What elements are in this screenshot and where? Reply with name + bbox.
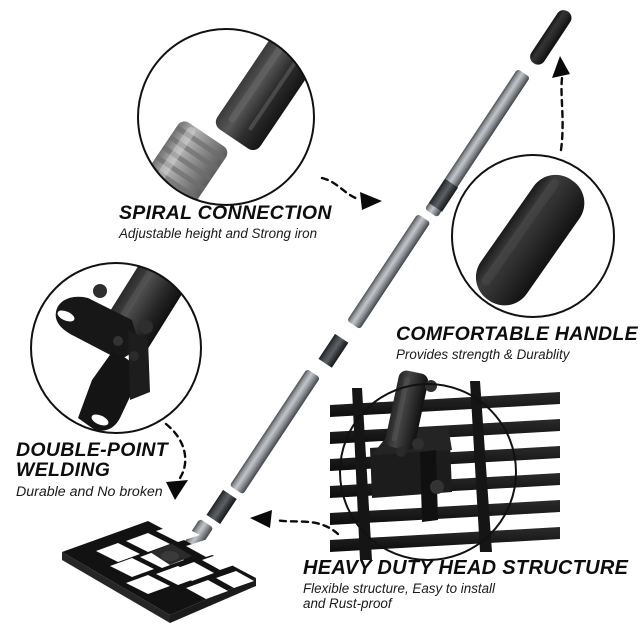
arrow-spiral-head <box>360 192 382 210</box>
pole-upper-shaft <box>425 70 530 217</box>
callout-comfortable-handle: COMFORTABLE HANDLE Provides strength & D… <box>396 324 638 363</box>
pole-mid-shaft <box>348 215 430 329</box>
pole-joint-upper <box>429 178 459 212</box>
welding-bolt-1 <box>93 284 107 298</box>
callout-welding-heading: DOUBLE-POINT WELDING <box>16 439 169 482</box>
arrow-welding-to-pole <box>164 422 188 500</box>
head-circle-outline <box>339 383 517 561</box>
rake-head <box>62 521 256 623</box>
callout-welding-subtext: Durable and No broken <box>16 483 163 500</box>
welding-bracket-slot-upper <box>57 310 75 322</box>
callout-heavy-duty-head: HEAVY DUTY HEAD STRUCTURE Flexible struc… <box>303 558 628 612</box>
arrow-head-to-rake <box>250 510 340 536</box>
rake-head-edge-front <box>62 552 170 623</box>
head-bolt-2 <box>412 438 424 450</box>
welding-bolt-3 <box>113 336 123 346</box>
foam-grip-cylinder <box>475 174 585 306</box>
callout-double-point-welding: DOUBLE-POINT WELDING Durable and No brok… <box>16 440 168 500</box>
arrow-spiral-to-pole <box>320 176 382 210</box>
callout-head-heading: HEAVY DUTY HEAD STRUCTURE <box>303 557 629 579</box>
rake-head-edge-side <box>170 578 256 623</box>
rake-head-bracket-boss <box>161 551 179 561</box>
head-cross-rails <box>352 381 492 560</box>
head-bolt-4 <box>396 447 406 457</box>
pole-lower-shaft <box>230 370 320 494</box>
grip-circle-content <box>452 155 614 317</box>
arrow-welding-head <box>166 480 188 500</box>
callout-spiral-heading: SPIRAL CONNECTION <box>119 202 332 224</box>
head-bracket-plate <box>420 450 438 522</box>
arrow-handle-head <box>552 56 570 78</box>
welding-bolt-2 <box>139 320 153 334</box>
callout-head-subtext: Flexible structure, Easy to install and … <box>303 580 496 612</box>
welding-bracket-slot-lower <box>91 414 109 426</box>
spiral-circle-outline <box>137 28 315 206</box>
arrow-handle-to-grip <box>552 56 570 152</box>
callout-spiral-subtext: Adjustable height and Strong iron <box>119 226 318 242</box>
welding-circle-outline <box>30 262 202 434</box>
pole-joint-mid <box>318 333 349 368</box>
pole-top-foam-grip <box>530 10 572 65</box>
head-bolt-3 <box>430 480 444 494</box>
rake-head-slots <box>96 524 254 599</box>
callout-handle-heading: COMFORTABLE HANDLE <box>396 323 638 345</box>
grip-circle-outline <box>451 154 615 318</box>
callout-spiral-connection: SPIRAL CONNECTION Adjustable height and … <box>119 203 332 242</box>
spiral-dark-socket <box>215 35 314 151</box>
welding-bracket-spine <box>128 330 150 400</box>
arrow-rake-head <box>250 510 272 528</box>
pole-joint-lower <box>206 489 237 524</box>
product-pole <box>178 10 572 560</box>
welding-bracket-lower-arm <box>78 352 138 431</box>
welding-bolt-4 <box>129 351 139 361</box>
callout-handle-subtext: Provides strength & Durablity <box>396 347 570 363</box>
